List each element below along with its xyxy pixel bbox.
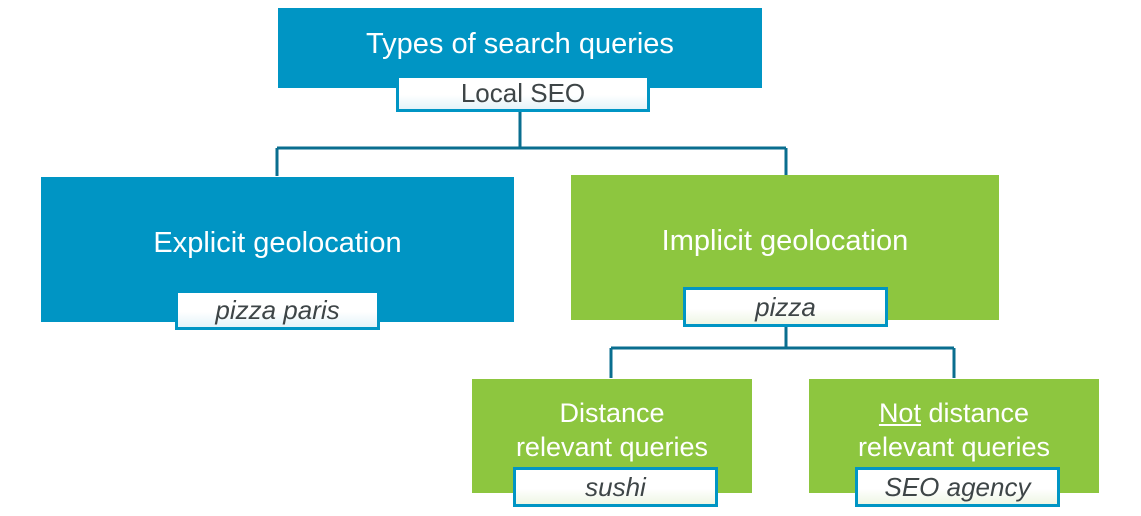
not-distance-example-tag: SEO agency (855, 467, 1060, 507)
distance-relevant-line1: Distance (559, 398, 665, 428)
explicit-example-tag: pizza paris (175, 290, 380, 330)
not-distance-relevant-line2: relevant queries (857, 432, 1051, 462)
not-distance-example-label: SEO agency (884, 471, 1031, 502)
root-tag-label: Local SEO (460, 78, 586, 108)
root-tag: Local SEO (396, 75, 650, 112)
distance-example-label: sushi (585, 471, 646, 502)
explicit-geolocation-title: Explicit geolocation (153, 227, 402, 259)
explicit-example-label: pizza paris (215, 294, 340, 325)
root-node: Types of search queries (278, 8, 762, 88)
implicit-example-tag: pizza (683, 287, 888, 327)
not-word: Not (878, 398, 921, 428)
implicit-geolocation-title: Implicit geolocation (661, 225, 909, 257)
distance-example-tag: sushi (513, 467, 718, 507)
distance-relevant-line2: relevant queries (515, 432, 709, 462)
implicit-example-label: pizza (755, 291, 816, 322)
root-title: Types of search queries (366, 28, 674, 60)
not-distance-relevant-line1: Not distance (879, 396, 1029, 430)
not-distance-line1-rest: distance (920, 398, 1030, 428)
